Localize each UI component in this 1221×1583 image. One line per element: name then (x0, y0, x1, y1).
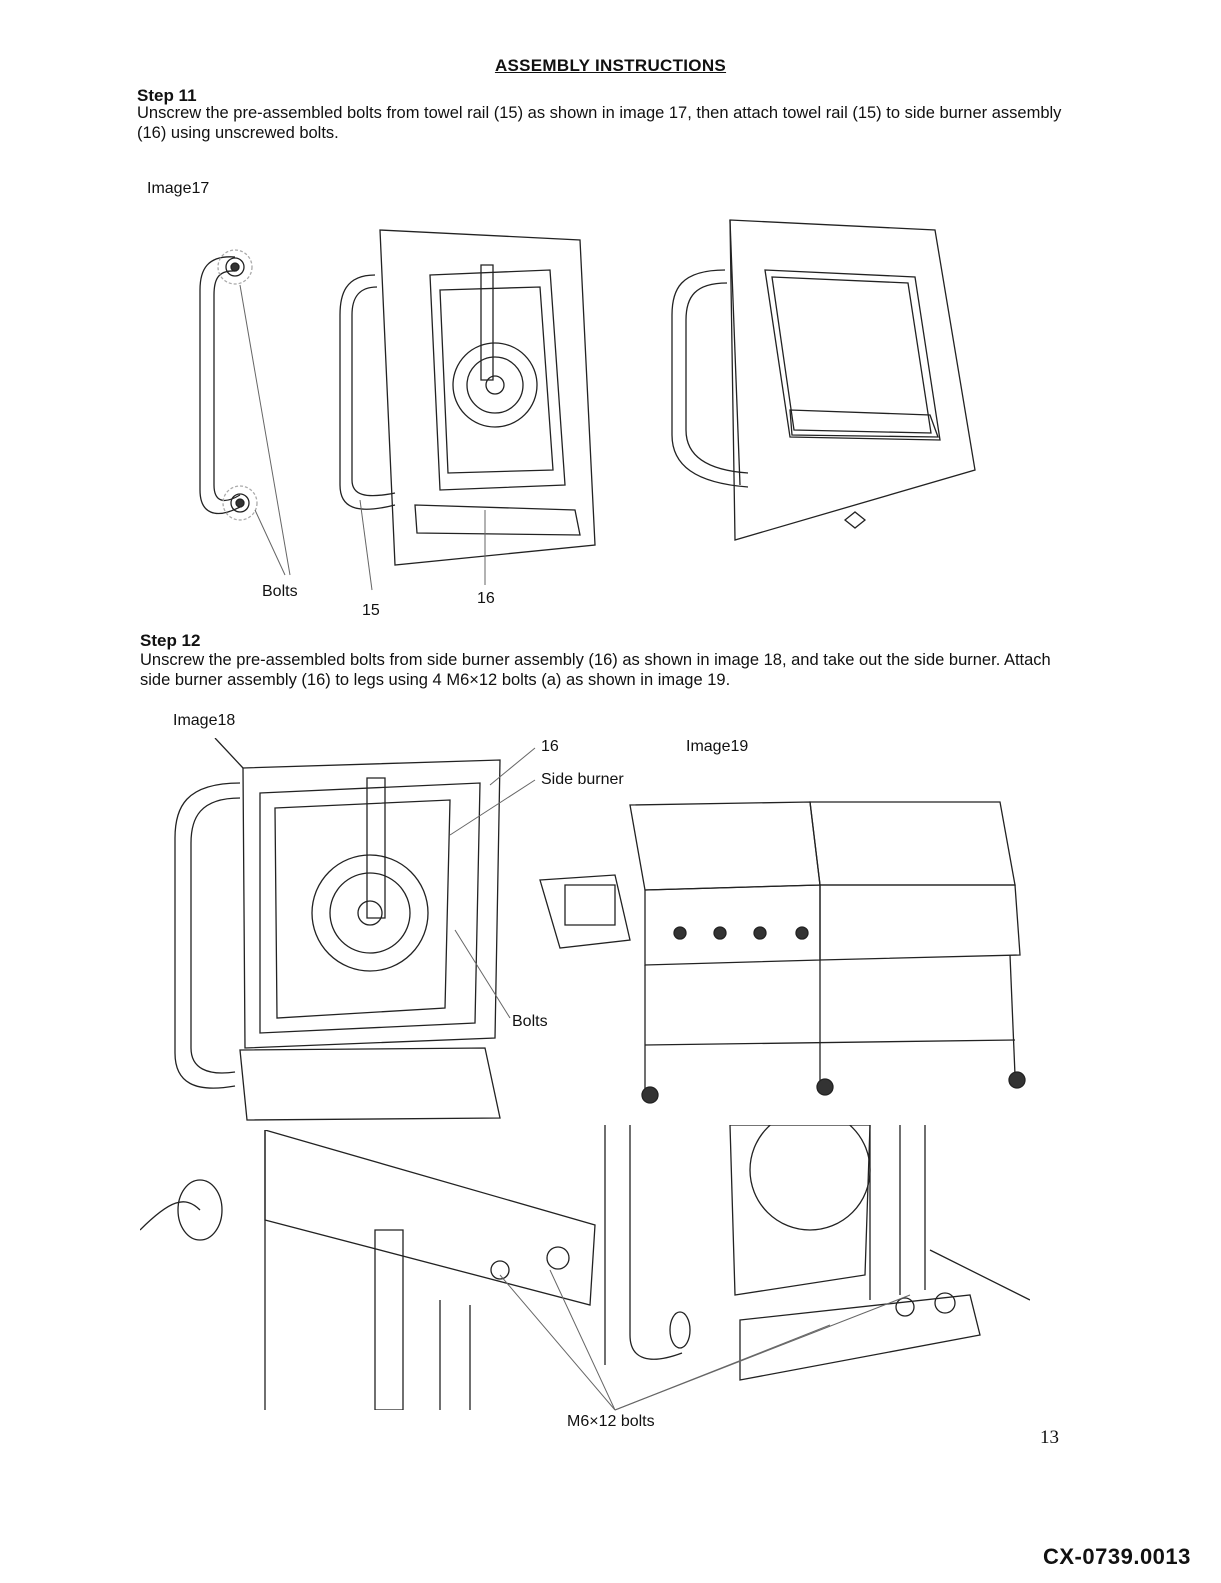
part-16-label-img18: 16 (541, 738, 559, 755)
step-11-heading: Step 11 (137, 86, 197, 105)
side-burner-closed-illustration (660, 215, 980, 545)
leg-attachment-right-illustration (600, 1125, 1030, 1410)
leg-attachment-left-illustration (140, 1130, 600, 1410)
side-burner-open-illustration (335, 215, 610, 575)
bolts-callout-lines (230, 270, 300, 580)
part-15-label: 15 (362, 602, 380, 619)
m6-bolts-callout-lines (490, 1260, 940, 1415)
page-title: ASSEMBLY INSTRUCTIONS (494, 56, 727, 75)
bolts-label-img17: Bolts (262, 583, 298, 600)
part-16-label-img17: 16 (477, 590, 495, 607)
towel-rail-illustration (185, 245, 280, 535)
image18-label: Image18 (173, 712, 236, 729)
image17-label: Image17 (147, 180, 210, 197)
image19-label: Image19 (686, 738, 749, 755)
m6-bolts-label: M6×12 bolts (567, 1413, 655, 1430)
burner-removal-illustration (155, 738, 515, 1123)
side-burner-label: Side burner (541, 771, 624, 788)
bolts-label-img18: Bolts (512, 1013, 548, 1030)
document-id: CX-0739.0013 (1043, 1544, 1191, 1569)
step-12-text: Unscrew the pre-assembled bolts from sid… (140, 651, 1051, 689)
step-12-heading: Step 12 (140, 631, 201, 650)
part-callout-lines-img17 (350, 500, 500, 600)
side-burner-callout-lines (440, 740, 550, 1030)
grill-assembly-illustration (520, 790, 1040, 1110)
page-number: 13 (1040, 1427, 1059, 1448)
step-11-text: Unscrew the pre-assembled bolts from tow… (137, 104, 1062, 142)
